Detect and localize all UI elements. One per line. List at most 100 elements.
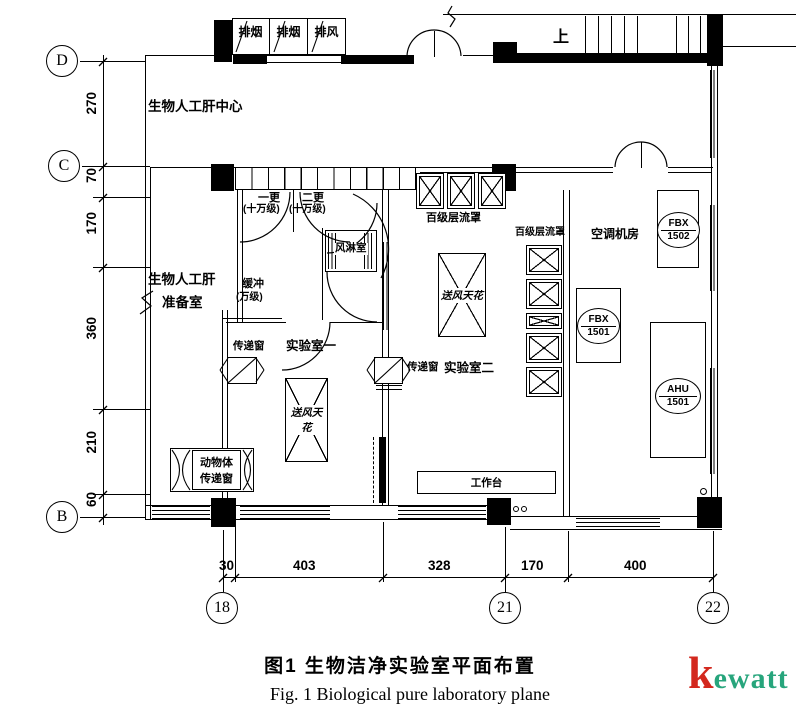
grid-bubble-D: D — [46, 45, 78, 77]
figure-caption-zh: 图1 生物洁净实验室平面布置 — [264, 656, 536, 677]
equip-number: 1501 — [666, 396, 690, 408]
dashed-partition-line — [373, 437, 374, 503]
change-room1-label-1: 一更 — [258, 192, 280, 204]
laminar-hood — [447, 173, 475, 209]
wall-segment — [227, 310, 228, 505]
break-marks — [139, 5, 456, 315]
wall-segment — [267, 62, 341, 63]
fbx-1502-tag: FBX 1502 — [657, 212, 700, 248]
dim-value-horizontal: 403 — [293, 558, 316, 573]
dim-tick — [563, 573, 573, 583]
exhaust-label-1: 排烟 — [238, 25, 263, 39]
equip-code: FBX — [580, 314, 617, 327]
grid-leader-line — [82, 166, 150, 167]
laminar-hood-right-label: 百级层流罩 — [515, 227, 565, 238]
equip-number: 1501 — [587, 326, 610, 338]
break-mark — [447, 5, 456, 28]
laminar-hood — [526, 245, 562, 275]
dim-tick — [98, 263, 108, 273]
stair-tread — [676, 16, 677, 54]
pass-window-lab2-label: 传递窗 — [407, 361, 439, 373]
wall-segment — [711, 64, 713, 528]
workbench-label: 工作台 — [470, 477, 503, 489]
wall-segment — [145, 505, 511, 507]
pass-window-shelf — [376, 385, 402, 392]
dim-tick — [98, 57, 108, 67]
dim-tick — [98, 513, 108, 523]
ahu-1501-tag: AHU 1501 — [655, 378, 701, 414]
door-arc — [326, 271, 378, 323]
window-hatch — [576, 518, 660, 529]
wall-column — [487, 498, 511, 525]
extension-line — [383, 522, 384, 582]
bowtie-mark — [242, 449, 253, 491]
wall-segment — [322, 228, 323, 320]
dim-value-horizontal: 328 — [428, 558, 451, 573]
laminar-hood-top-label: 百级层流罩 — [426, 212, 481, 224]
break-mark — [139, 290, 154, 315]
dim-value-horizontal: 170 — [521, 558, 544, 573]
fan-slash — [311, 20, 324, 53]
wall-segment — [226, 322, 286, 324]
dim-tick — [218, 573, 228, 583]
window-hatch — [364, 233, 373, 269]
stair-up-label: 上 — [553, 29, 570, 46]
wall-segment — [242, 318, 282, 320]
door-arc — [239, 191, 291, 243]
exhaust-room-box — [232, 18, 346, 55]
prep-room-label-2: 准备室 — [162, 295, 203, 310]
door-leaf — [641, 142, 642, 168]
stair-tread — [700, 16, 701, 54]
door-leaf — [434, 31, 435, 57]
exhaust-label-3: 排风 — [314, 25, 339, 39]
stair-tread — [598, 16, 599, 54]
window-hatch — [383, 242, 389, 330]
buffer-label-2: (万级) — [236, 292, 263, 303]
hall-label: 生物人工肝中心 — [148, 99, 243, 114]
wall-segment — [379, 437, 386, 503]
dimension-ticks — [98, 57, 718, 583]
change-room2-label-1: 二更 — [302, 192, 324, 204]
pass-window-marks — [219, 357, 411, 384]
pass-window-mark — [366, 357, 411, 384]
wall-segment — [150, 168, 151, 520]
wall-segment — [668, 172, 712, 173]
dim-tick — [98, 405, 108, 415]
wall-segment — [237, 190, 239, 322]
door-knob-dot — [513, 506, 519, 512]
door-arc — [614, 141, 642, 168]
exhaust-label-2: 排烟 — [276, 25, 301, 39]
pass-window-mark — [219, 357, 265, 384]
extension-line — [713, 531, 714, 592]
window-hatch — [710, 368, 719, 474]
extension-line — [93, 267, 150, 268]
stair-tread — [585, 16, 586, 54]
extension-line — [93, 197, 150, 198]
door-arc — [433, 29, 462, 57]
door-arc — [281, 321, 331, 371]
wall-segment — [145, 55, 147, 520]
animal-pass-window-label-box: 动物体 传递窗 — [192, 450, 241, 490]
wall-segment — [463, 55, 495, 57]
wall-segment — [269, 18, 270, 55]
wall-segment — [145, 55, 215, 57]
fan-slash — [273, 20, 286, 53]
stair-tread — [624, 16, 625, 54]
laminar-hood — [416, 173, 444, 209]
grid-bubble-22: 22 — [697, 592, 729, 624]
lab2-label: 实验室二 — [444, 361, 495, 375]
wall-segment — [443, 14, 796, 16]
wall-column — [697, 497, 722, 528]
change-room1-label-2: (十万级) — [243, 204, 280, 215]
dim-value-horizontal: 400 — [624, 558, 647, 573]
wall-segment — [267, 55, 341, 56]
wall-column — [707, 14, 723, 66]
window-hatch — [328, 233, 337, 269]
animal-pass-label-2: 传递窗 — [200, 473, 233, 485]
grid-bubble-21: 21 — [489, 592, 521, 624]
extension-line — [223, 530, 224, 592]
laminar-hood — [478, 173, 506, 209]
dim-tick — [230, 573, 240, 583]
